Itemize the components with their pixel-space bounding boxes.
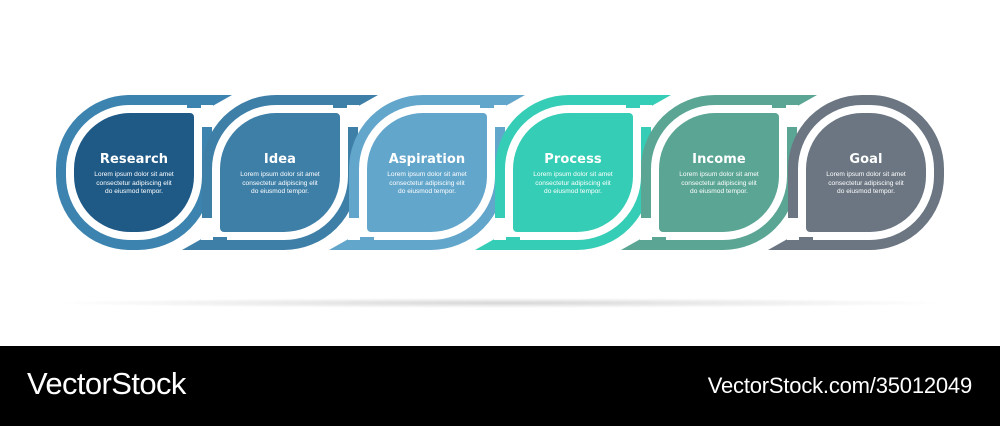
step-description-line: do eiusmod tempor. — [544, 188, 602, 196]
step-description-line: Lorem ipsum dolor sit amet — [679, 171, 759, 178]
ring-gap — [348, 218, 360, 240]
step-title: Goal — [849, 152, 883, 167]
step-title: Income — [692, 152, 746, 167]
ring-gap — [640, 218, 652, 240]
brand-logo-text: VectorStock — [27, 366, 186, 401]
step-description-line: consectetur adipiscing elit — [681, 179, 757, 187]
step-ring — [788, 95, 944, 250]
step-shape-goal — [768, 95, 944, 250]
ring-gap — [786, 105, 798, 127]
ring-gap — [640, 105, 652, 127]
step-description-line: do eiusmod tempor. — [837, 188, 895, 196]
image-reference-id: VectorStock.com/35012049 — [707, 373, 972, 398]
step-fill — [220, 113, 340, 232]
ring-gap — [494, 105, 506, 127]
step-description-line: consectetur adipiscing elit — [828, 179, 904, 187]
step-fill — [367, 113, 487, 232]
step-description-line: do eiusmod tempor. — [251, 188, 309, 196]
ring-gap — [787, 218, 799, 240]
process-timeline-shapes — [56, 95, 944, 250]
step-fill — [513, 113, 633, 232]
step-description-line: do eiusmod tempor. — [398, 188, 456, 196]
step-title: Aspiration — [388, 152, 466, 167]
step-fill — [659, 113, 779, 232]
footer-bar: VectorStock VectorStock.com/35012049 — [0, 346, 1000, 426]
step-idea: Idea Lorem ipsum dolor sit amet consecte… — [220, 150, 340, 196]
ring-gap — [347, 105, 359, 127]
step-title: Idea — [263, 152, 297, 167]
step-research: Research Lorem ipsum dolor sit amet cons… — [74, 150, 194, 196]
step-description-line: do eiusmod tempor. — [105, 188, 163, 196]
step-income: Income Lorem ipsum dolor sit amet consec… — [659, 150, 779, 196]
ring-gap — [201, 218, 213, 240]
infographic-canvas: Research Lorem ipsum dolor sit amet cons… — [56, 95, 944, 308]
step-aspiration: Aspiration Lorem ipsum dolor sit amet co… — [367, 150, 487, 196]
step-description-line: consectetur adipiscing elit — [242, 179, 318, 187]
ring-gap — [494, 218, 506, 240]
step-description-line: Lorem ipsum dolor sit amet — [94, 171, 174, 178]
step-description-line: Lorem ipsum dolor sit amet — [387, 171, 467, 178]
step-title: Research — [99, 152, 169, 167]
ring-gap — [201, 105, 213, 127]
step-description-line: consectetur adipiscing elit — [535, 179, 611, 187]
step-description-line: Lorem ipsum dolor sit amet — [240, 171, 320, 178]
step-description-line: consectetur adipiscing elit — [389, 179, 465, 187]
step-description-line: Lorem ipsum dolor sit amet — [533, 171, 613, 178]
step-description-line: consectetur adipiscing elit — [96, 179, 172, 187]
step-process: Process Lorem ipsum dolor sit amet conse… — [513, 150, 633, 196]
step-fill — [74, 113, 194, 232]
step-title: Process — [544, 152, 602, 167]
step-goal: Goal Lorem ipsum dolor sit amet consecte… — [806, 150, 926, 196]
step-description-line: do eiusmod tempor. — [690, 188, 748, 196]
ground-shadow — [60, 298, 940, 308]
step-fill — [806, 113, 926, 232]
step-description-line: Lorem ipsum dolor sit amet — [826, 171, 906, 178]
